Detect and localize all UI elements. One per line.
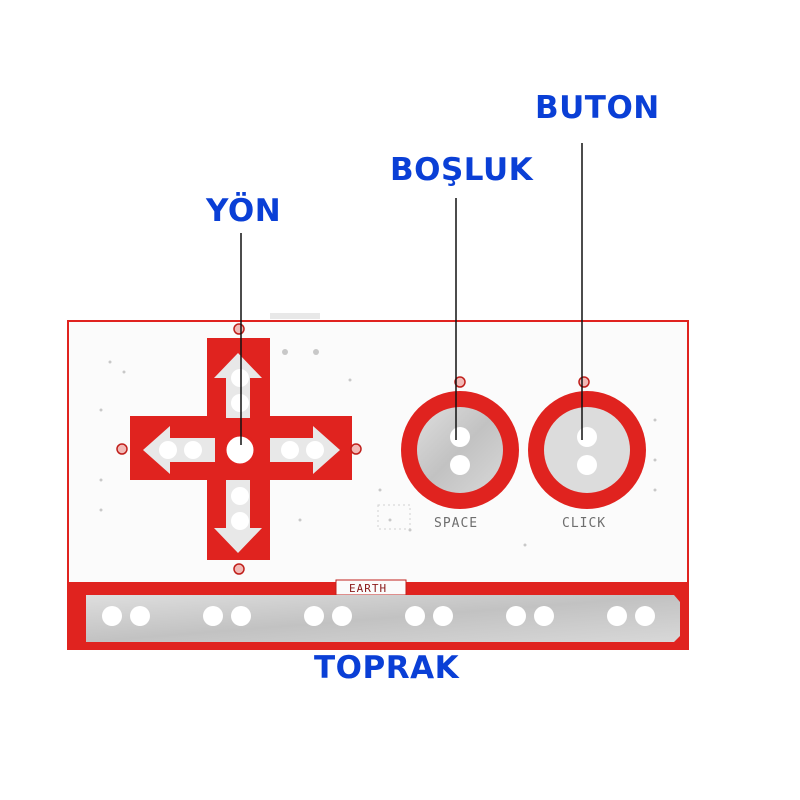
space-label: BOŞLUK (390, 152, 534, 188)
silkscreen-dots (99, 349, 657, 547)
left-arrow-icon (143, 426, 215, 474)
space-silkscreen-label: SPACE (434, 516, 478, 531)
right-arrow-icon (270, 426, 340, 474)
up-arrow-icon (214, 353, 262, 418)
click-pad (528, 376, 646, 509)
space-pad (401, 376, 519, 509)
earth-silkscreen-label: EARTH (349, 582, 387, 595)
earth-tab: EARTH (335, 579, 407, 596)
down-arrow-icon (214, 480, 262, 553)
direction-label: YÖN (206, 193, 282, 229)
click-silkscreen-label: CLICK (562, 516, 606, 531)
earth-label: TOPRAK (314, 650, 460, 686)
dpad (116, 323, 362, 575)
earth-bar (86, 595, 680, 642)
button-label: BUTON (535, 90, 660, 126)
